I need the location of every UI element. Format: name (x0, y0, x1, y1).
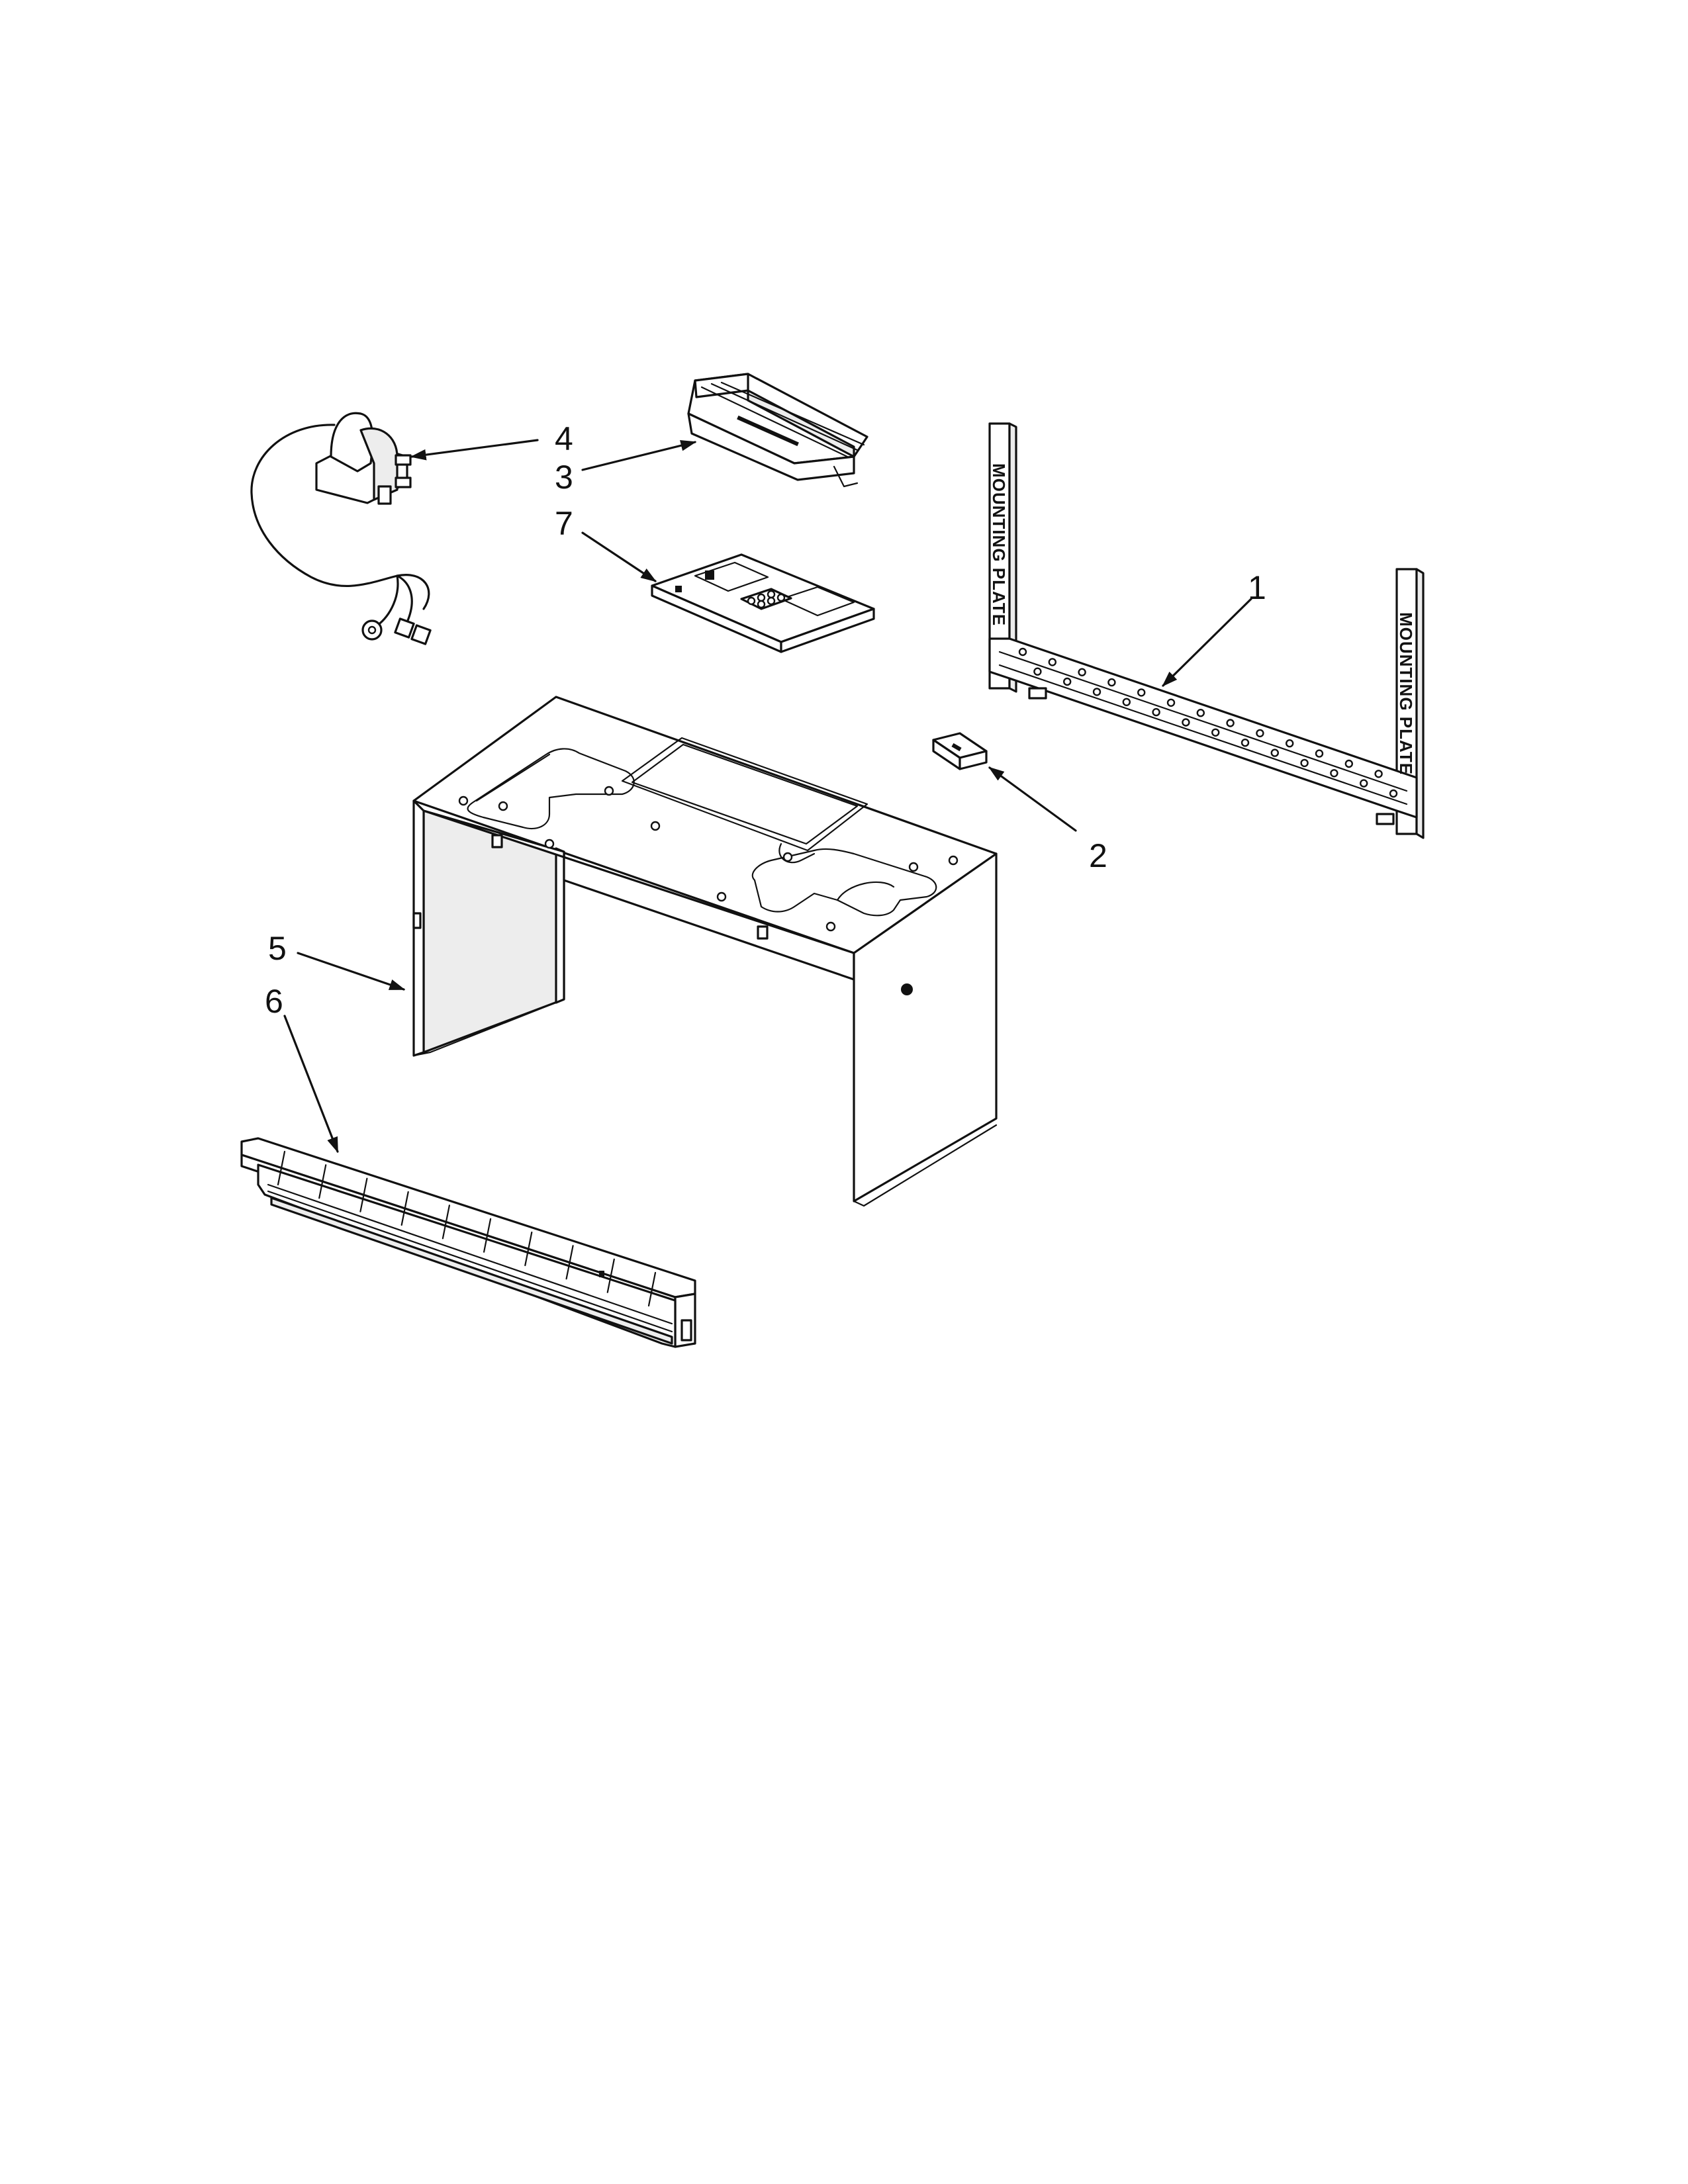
mounting-plate-hole (1359, 779, 1368, 788)
mounting-plate-hole (1196, 708, 1205, 717)
callout-5: 5 (268, 930, 287, 967)
mounting-plate-hole (1152, 707, 1160, 717)
mounting-plate-hole (1315, 749, 1324, 758)
damper-vent-part (687, 373, 868, 488)
mounting-plate-hole (1226, 719, 1235, 727)
mounting-plate-hole (1122, 698, 1131, 707)
grille-part (240, 1137, 696, 1348)
grille-rib (483, 1218, 492, 1253)
mounting-plate-label-right: MOUNTING PLATE (1396, 612, 1416, 775)
callout-1: 1 (1248, 569, 1266, 606)
mounting-plate-hole (1211, 728, 1220, 737)
grille-rib (359, 1177, 368, 1212)
leader-arrow-5 (297, 952, 406, 991)
mounting-plate-part: MOUNTING PLATE MOUNTING PLATE (988, 422, 1425, 839)
callout-numbers: 1 2 3 4 5 6 7 (265, 420, 1266, 1020)
mounting-plate-hole (1062, 677, 1072, 686)
mounting-plate-hole (1033, 667, 1042, 676)
cabinet-wrapper-part (412, 696, 998, 1207)
grille-rib (647, 1271, 657, 1307)
mounting-plate-hole (1330, 769, 1338, 778)
mounting-plate-hole (1048, 658, 1057, 666)
grille-rib (318, 1164, 327, 1199)
small-bracket-part (932, 732, 988, 770)
mounting-plate-hole (1344, 759, 1354, 768)
mounting-plate-hole (1018, 647, 1027, 657)
mounting-plate-hole (1270, 749, 1280, 757)
mounting-plate-hole (1092, 688, 1102, 696)
mounting-plate-hole (1256, 729, 1264, 738)
leader-arrow-7 (581, 531, 657, 582)
grille-rib (442, 1205, 451, 1240)
leader-arrow-4 (410, 439, 539, 461)
callout-4: 4 (555, 420, 573, 457)
callout-6: 6 (265, 983, 283, 1020)
mounting-plate-label-left: MOUNTING PLATE (989, 463, 1009, 626)
callout-2: 2 (1089, 837, 1107, 874)
grille-rib (606, 1258, 615, 1293)
mounting-plate-hole (1107, 678, 1116, 687)
mounting-plate-hole (1078, 668, 1086, 676)
mounting-plate-hole (1374, 770, 1383, 778)
callout-7: 7 (555, 505, 573, 542)
leader-arrow-2 (988, 766, 1077, 832)
mounting-plate-hole (1389, 789, 1398, 798)
mounting-plate-hole (1182, 718, 1190, 727)
leader-arrows (283, 439, 1252, 1154)
mounting-plate-hole (1300, 758, 1309, 768)
grille-rib (524, 1231, 533, 1267)
mounting-plate-hole (1166, 698, 1176, 707)
leader-arrow-3 (581, 440, 697, 471)
control-plate-part (651, 553, 875, 653)
grille-rib (277, 1150, 286, 1186)
grille-rib (565, 1245, 574, 1280)
grille-rib (400, 1191, 409, 1226)
mounting-plate-hole (1285, 739, 1294, 748)
callout-3: 3 (555, 459, 573, 496)
mounting-plate-hole (1137, 688, 1146, 697)
mounting-plate-hole (1241, 738, 1250, 747)
power-cord-part (250, 412, 432, 645)
leader-arrow-6 (283, 1015, 339, 1154)
leader-arrow-1 (1162, 598, 1252, 687)
